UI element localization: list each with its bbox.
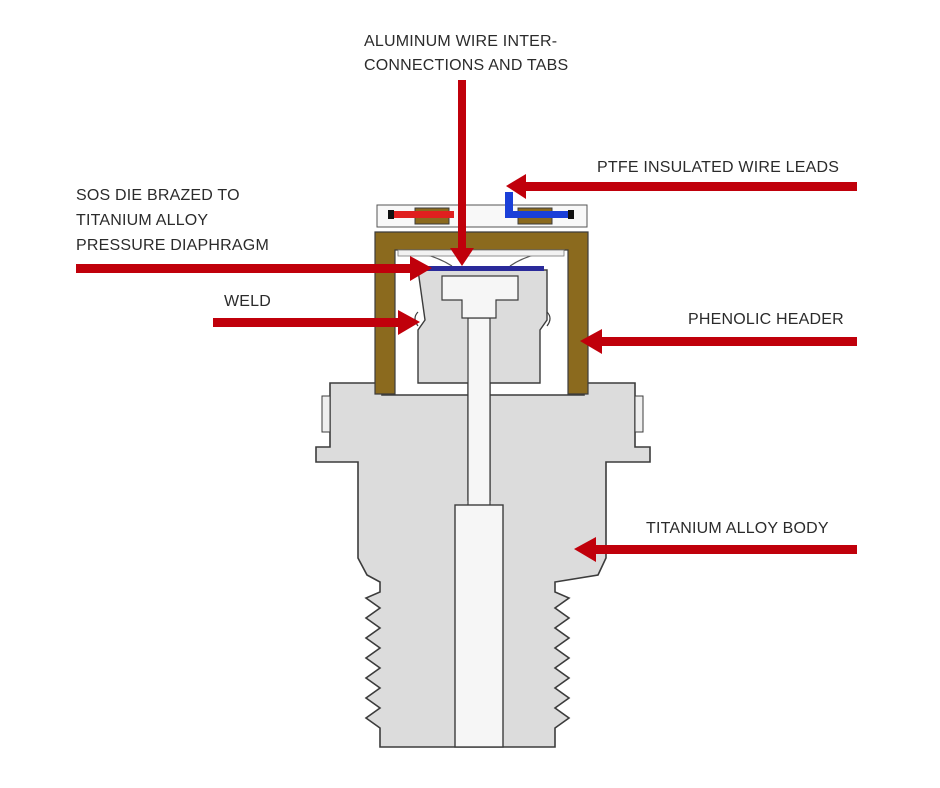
label-sos-die-line1: SOS DIE BRAZED TO (76, 187, 240, 204)
wire-leads (388, 192, 574, 219)
arrow-sos-die-head (410, 256, 432, 281)
label-sos-die-line3: PRESSURE DIAPHRAGM (76, 237, 269, 254)
arrow-titanium-head (574, 537, 596, 562)
arrow-weld-shaft (213, 318, 401, 327)
label-phenolic-header: PHENOLIC HEADER (688, 311, 844, 328)
inner-ledge (397, 249, 565, 257)
weld-bead-left (414, 311, 419, 327)
blue-wire-riser (505, 192, 513, 218)
label-titanium-body: TITANIUM ALLOY BODY (646, 520, 829, 537)
red-wire-lead (392, 211, 454, 218)
arrow-aluminum-wire-head (450, 248, 474, 266)
arrow-ptfe-shaft (522, 182, 857, 191)
label-sos-die-line2: TITANIUM ALLOY (76, 212, 208, 229)
label-weld: WELD (224, 293, 271, 310)
arrow-weld-head (398, 310, 420, 335)
right-hex-notch (634, 395, 644, 433)
label-aluminum-wire-line2: CONNECTIONS AND TABS (364, 57, 568, 74)
central-bore-wide (454, 504, 504, 748)
central-bore-narrow (467, 317, 491, 507)
callout-labels: ALUMINUM WIRE INTER- CONNECTIONS AND TAB… (76, 33, 844, 537)
callout-arrows (76, 80, 857, 562)
arrow-sos-die-shaft (76, 264, 414, 273)
label-aluminum-wire-line1: ALUMINUM WIRE INTER- (364, 33, 557, 50)
arrow-ptfe-head (506, 174, 526, 199)
blue-wire-lead (512, 211, 570, 218)
arrow-phenolic-head (580, 329, 602, 354)
arrow-titanium-shaft (592, 545, 857, 554)
blue-wire-end (568, 210, 574, 219)
left-hex-notch (321, 395, 331, 433)
arrow-phenolic-shaft (598, 337, 857, 346)
weld-bead-right (546, 311, 551, 327)
arrow-aluminum-wire-shaft (458, 80, 466, 252)
diaphragm-recess (441, 275, 519, 319)
label-ptfe-leads: PTFE INSULATED WIRE LEADS (597, 159, 839, 176)
header-u-shape (374, 231, 589, 395)
titanium-alloy-body (315, 269, 651, 748)
sos-die-diaphragm (426, 266, 544, 271)
red-wire-end (388, 210, 394, 219)
